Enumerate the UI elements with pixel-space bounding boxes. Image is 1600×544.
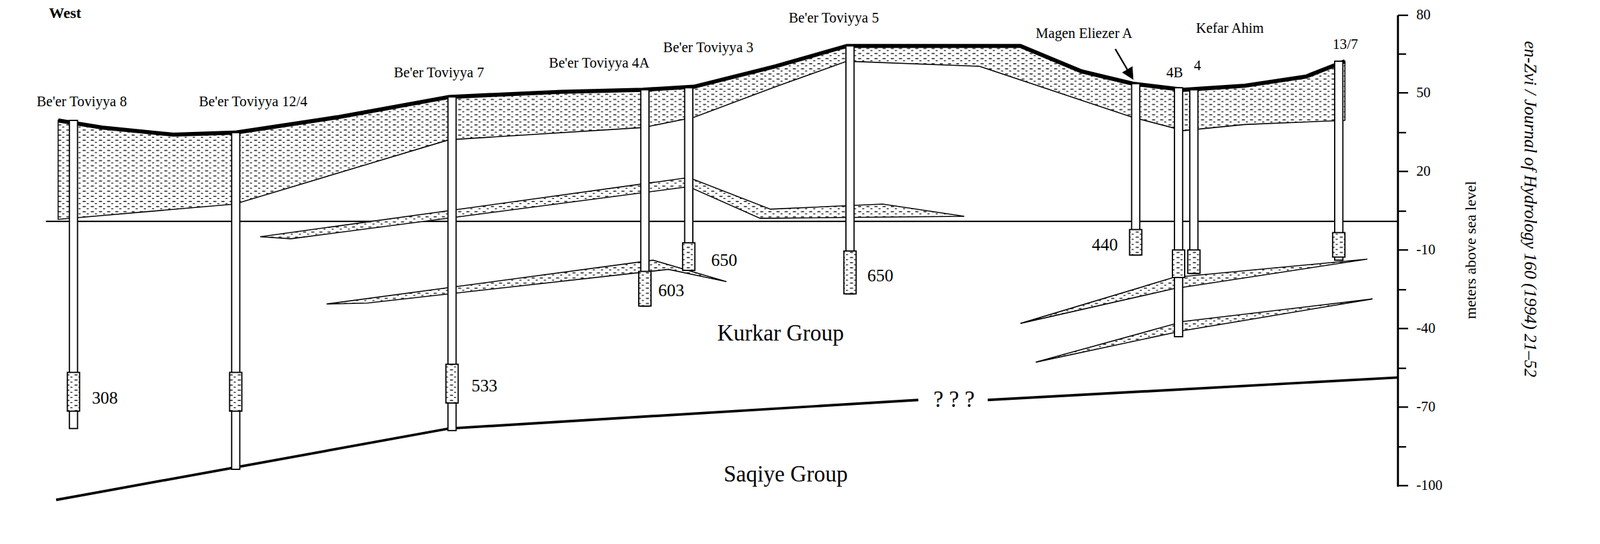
depth-number: 603 <box>658 282 684 300</box>
unit-name: Saqiye Group <box>723 462 848 486</box>
well-name: Be'er Toviyya 8 <box>36 94 127 109</box>
well-name: Kefar Ahim <box>1195 21 1264 36</box>
axis-tick: 50 <box>1416 85 1431 100</box>
axis-title: meters above sea level <box>1463 180 1479 320</box>
well-name: 4 <box>1193 59 1201 74</box>
well-name: Be'er Toviyya 7 <box>394 66 485 81</box>
depth-number: 650 <box>867 266 894 284</box>
well-name: 13/7 <box>1332 37 1358 53</box>
axis-tick: -10 <box>1416 242 1436 257</box>
well-name: Be'er Toviyya 12/4 <box>198 94 308 109</box>
depth-number: 308 <box>92 389 118 407</box>
uncertain-mark: ? ? ? <box>933 388 975 412</box>
axis-tick: -100 <box>1416 478 1443 493</box>
well-name: Be'er Toviyya 5 <box>788 10 879 26</box>
depth-number: 533 <box>471 377 498 395</box>
well-name: Be'er Toviyya 4A <box>549 56 650 71</box>
axis-tick: -40 <box>1416 321 1436 336</box>
axis-tick: 80 <box>1416 8 1431 23</box>
journal-citation: en-Zvi / Journal of Hydrology 160 (1994)… <box>1522 41 1540 378</box>
well-name: 4B <box>1166 66 1183 81</box>
depth-number: 440 <box>1091 236 1118 254</box>
direction-label: West <box>48 5 82 22</box>
axis-tick: -70 <box>1416 399 1436 415</box>
well-name: Magen Eliezer A <box>1035 26 1133 41</box>
well-name: Be'er Toviyya 3 <box>663 40 754 55</box>
axis-tick: 20 <box>1416 164 1431 179</box>
unit-name: Kurkar Group <box>717 322 845 346</box>
depth-number: 650 <box>711 251 738 270</box>
